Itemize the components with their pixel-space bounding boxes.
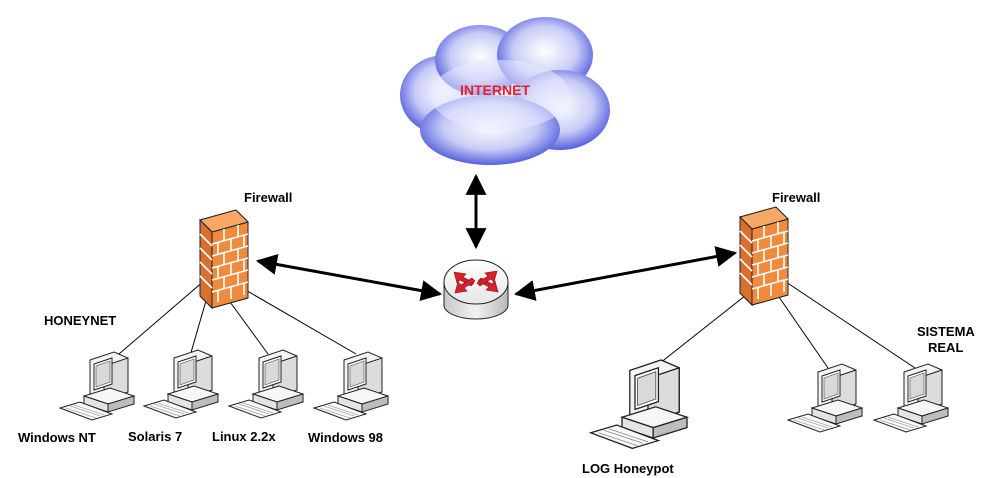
pc-real2-icon (873, 363, 949, 433)
link-fw-real2 (779, 277, 916, 369)
label-solaris: Solaris 7 (128, 429, 183, 444)
firewall-left-icon (199, 209, 249, 309)
firewall-right-icon (739, 206, 789, 306)
link-fw-log (654, 283, 761, 368)
label-windows-nt: Windows NT (18, 430, 96, 445)
pc-windows98-icon (313, 351, 389, 421)
link-fw-real1 (769, 283, 829, 369)
router-icon (443, 259, 509, 320)
link-fw-winnt (111, 273, 213, 361)
sistema-real-title-line1: SISTEMA (917, 324, 975, 339)
links (111, 173, 916, 369)
link-fw-left-router (255, 254, 443, 301)
label-log-honeypot: LOG Honeypot (582, 461, 674, 476)
internet-label: INTERNET (460, 82, 530, 98)
sistema-real-title-line2: REAL (928, 340, 964, 355)
firewall-right-label: Firewall (772, 190, 821, 205)
label-windows98: Windows 98 (308, 430, 384, 445)
pc-linux-icon (228, 349, 304, 419)
pc-windows-nt-icon (59, 351, 135, 421)
label-linux: Linux 2.2x (212, 429, 276, 444)
pc-solaris-icon (143, 349, 219, 419)
internet-cloud-icon (400, 17, 610, 165)
honeynet-title: HONEYNET (44, 313, 117, 328)
firewall-left-label: Firewall (244, 190, 293, 205)
pc-real1-icon (787, 363, 863, 433)
pc-log-honeypot-icon (590, 359, 688, 450)
link-fw-right-router (513, 246, 738, 301)
